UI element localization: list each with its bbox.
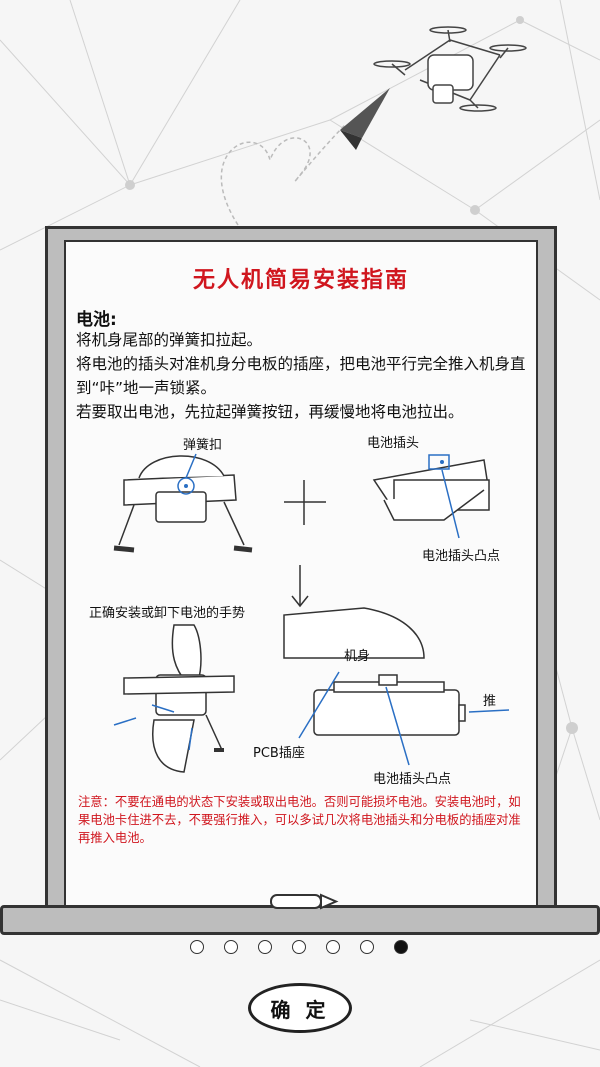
- pencil-icon: [270, 893, 339, 910]
- label-spring-clip: 弹簧扣: [183, 438, 223, 453]
- battery-install-illustration: [113, 453, 510, 773]
- page-dot[interactable]: [224, 940, 238, 954]
- label-plug-bump-2: 电池插头凸点: [373, 772, 452, 787]
- section-heading: 电池:: [76, 310, 117, 330]
- label-gesture: 正确安装或卸下电池的手势: [89, 606, 246, 621]
- page-dot[interactable]: [326, 940, 340, 954]
- step-1: 将机身尾部的弹簧扣拉起。: [76, 331, 263, 349]
- confirm-button[interactable]: 确 定: [248, 983, 352, 1033]
- label-body: 机身: [344, 649, 371, 664]
- page-dot[interactable]: [292, 940, 306, 954]
- guide-title: 无人机简易安装指南: [192, 268, 409, 293]
- warning-note: 注意：不要在通电的状态下安装或取出电池。否则可能损坏电池。安装电池时，如果电池卡…: [78, 795, 521, 845]
- page-dot-active[interactable]: [394, 940, 408, 954]
- page-dot[interactable]: [190, 940, 204, 954]
- drone-icon: [373, 26, 527, 112]
- label-battery-plug: 电池插头: [367, 436, 420, 451]
- step-2: 将电池的插头对准机身分电板的插座，把电池平行完全推入机身直到“咔”地一声锁紧。: [76, 355, 526, 397]
- label-pcb-socket: PCB插座: [253, 746, 305, 761]
- label-plug-bump: 电池插头凸点: [422, 549, 501, 564]
- page-dot[interactable]: [360, 940, 374, 954]
- page-dot[interactable]: [258, 940, 272, 954]
- step-3: 若要取出电池，先拉起弹簧按钮，再缓慢地将电池拉出。: [76, 403, 464, 421]
- paper-plane-icon: [340, 88, 390, 150]
- label-push: 推: [483, 694, 497, 709]
- guide-sheet: [64, 240, 538, 910]
